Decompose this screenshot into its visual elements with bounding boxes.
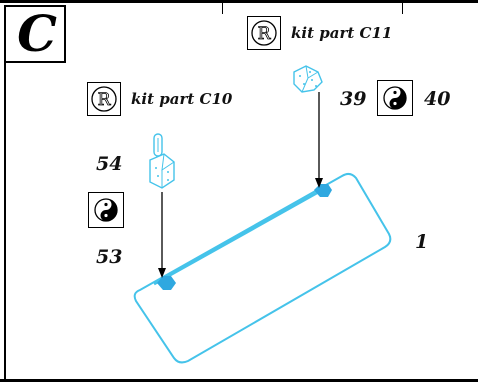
arrow-c10-head (158, 268, 166, 278)
kit-part-c11-label: kit part C11 (291, 24, 393, 42)
svg-text:R: R (98, 90, 112, 110)
step-number-53: 53 (96, 246, 123, 268)
registered-r-icon: R (87, 82, 121, 116)
step-letter: C (17, 4, 57, 63)
step-box: C (4, 4, 66, 63)
step-column-line (4, 63, 6, 379)
yin-yang-icon (88, 192, 124, 228)
top-divider (222, 0, 223, 14)
top-border (0, 0, 478, 3)
registered-r-icon: R (247, 16, 281, 50)
part-number-1: 1 (415, 231, 429, 253)
arrow-c11-head (315, 178, 323, 188)
top-divider (402, 0, 403, 14)
step-number-40: 40 (424, 88, 451, 110)
hex-marker-c10 (157, 276, 176, 290)
svg-text:R: R (258, 24, 272, 44)
hex-marker-c11 (314, 184, 332, 197)
part-1-edge (153, 188, 323, 286)
yin-yang-icon (377, 80, 413, 116)
step-number-54: 54 (96, 153, 123, 175)
step-number-39: 39 (340, 88, 367, 110)
kit-part-c11-piece (293, 65, 323, 93)
kit-part-c10-piece (149, 133, 175, 189)
kit-part-c10-label: kit part C10 (131, 90, 233, 108)
bottom-border (0, 379, 478, 382)
part-1-outline (133, 172, 392, 364)
